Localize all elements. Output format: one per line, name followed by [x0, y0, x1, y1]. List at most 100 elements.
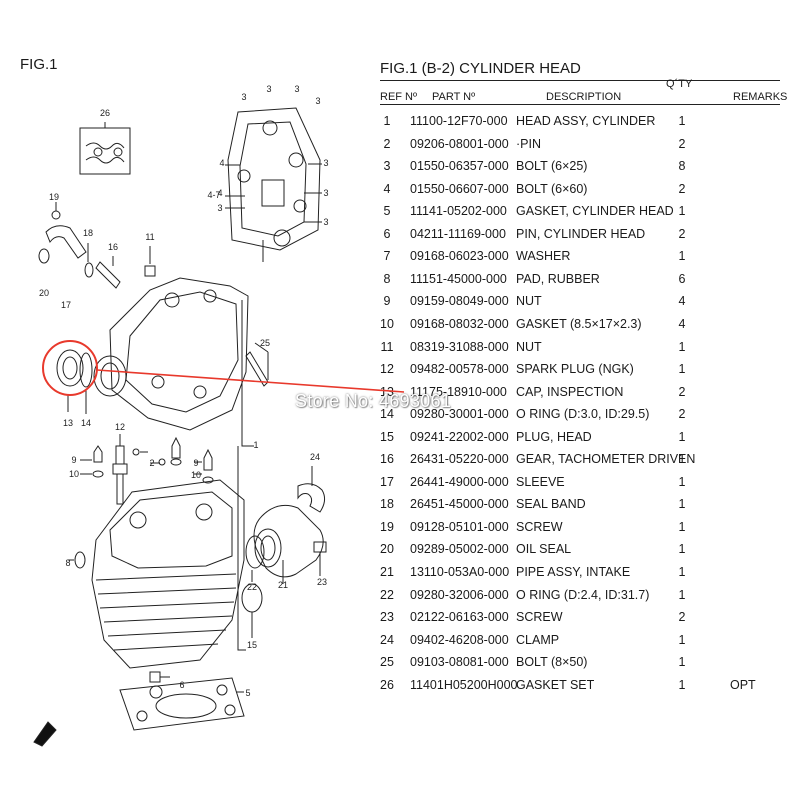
part-number-cell: 09402-46208-000 — [410, 632, 509, 647]
callout-label: 16 — [108, 242, 118, 252]
qty-cell: 1 — [678, 474, 686, 489]
qty-cell: 1 — [678, 497, 686, 512]
front-arrow-icon — [33, 721, 57, 747]
qty-cell: 1 — [678, 204, 686, 219]
callout-label: 5 — [245, 688, 250, 698]
description-cell: OIL SEAL — [516, 542, 572, 557]
callout-label: 14 — [81, 418, 91, 428]
callout-label: 3 — [294, 84, 299, 94]
ref-cell: 3 — [383, 159, 391, 174]
callout-label: 26 — [100, 108, 110, 118]
ref-cell: 11 — [380, 339, 394, 354]
description-cell: NUT — [516, 294, 542, 309]
qty-cell: 1 — [678, 429, 686, 444]
ref-cell: 14 — [380, 407, 394, 422]
callout-label: 19 — [49, 192, 59, 202]
ref-cell: 18 — [380, 497, 394, 512]
part-number-cell: 09128-05101-000 — [410, 519, 509, 534]
qty-cell: 6 — [678, 271, 686, 286]
callout-label: 3 — [323, 217, 328, 227]
callout-label: 25 — [260, 338, 270, 348]
ref-cell: 13 — [380, 384, 394, 399]
qty-cell: 1 — [678, 587, 686, 602]
part-number-cell: 01550-06357-000 — [410, 159, 509, 174]
qty-cell: 1 — [678, 452, 686, 467]
ref-cell: 8 — [383, 271, 391, 286]
qty-cell: 1 — [678, 362, 686, 377]
part-number-cell: 11151-45000-000 — [410, 271, 507, 286]
callout-label: 4 — [219, 158, 224, 168]
highlight-circle — [42, 340, 98, 396]
description-cell: GASKET (8.5×17×2.3) — [516, 316, 642, 331]
callout-label: 9 — [193, 458, 198, 468]
table-title: FIG.1 (B-2) CYLINDER HEAD — [380, 60, 581, 77]
callout-label: 3 — [323, 158, 328, 168]
inspection-cap-illustration — [56, 349, 93, 414]
description-cell: WASHER — [516, 249, 571, 264]
part-number-cell: 26451-45000-000 — [410, 497, 509, 512]
qty-cell: 1 — [678, 632, 686, 647]
qty-cell: 2 — [678, 610, 686, 625]
ref-cell: 19 — [380, 519, 394, 534]
part-number-cell: 26431-05220-000 — [410, 452, 509, 467]
description-cell: SPARK PLUG (NGK) — [516, 362, 634, 377]
part-number-cell: 09103-08081-000 — [410, 655, 509, 670]
description-cell: O RING (D:2.4, ID:31.7) — [516, 587, 650, 602]
ref-cell: 9 — [383, 294, 391, 309]
callout-label: 13 — [63, 418, 73, 428]
description-cell: NUT — [516, 339, 542, 354]
callout-label: 15 — [247, 640, 257, 650]
highlight-pointer — [96, 369, 405, 393]
ref-cell: 25 — [380, 655, 394, 670]
qty-cell: 2 — [678, 136, 686, 151]
callout-label: 22 — [247, 582, 257, 592]
ref-cell: 26 — [380, 677, 394, 692]
qty-cell: 2 — [678, 407, 686, 422]
ref-cell: 15 — [380, 429, 394, 444]
description-cell: PIPE ASSY, INTAKE — [516, 565, 631, 579]
qty-cell: 1 — [678, 677, 686, 692]
ref-cell: 6 — [383, 226, 391, 241]
part-number-cell: 09280-32006-000 — [410, 587, 509, 602]
description-cell: PAD, RUBBER — [516, 271, 600, 286]
description-cell: BOLT (6×60) — [516, 181, 588, 196]
callout-label: 1 — [253, 440, 258, 450]
cylinder-fins-illustration — [68, 479, 245, 669]
ref-cell: 21 — [380, 565, 394, 579]
part-number-cell: 09482-00578-000 — [410, 362, 509, 377]
header-description: DESCRIPTION — [546, 91, 622, 103]
part-number-cell: 26441-49000-000 — [410, 474, 509, 489]
callout-label: 6 — [179, 680, 184, 690]
description-cell: SCREW — [516, 610, 563, 625]
part-number-cell: 11100-12F70-000 — [410, 114, 508, 128]
ref-cell: 10 — [380, 316, 394, 331]
header-ref: REF Nº — [380, 91, 418, 103]
callout-label: 3 — [241, 92, 246, 102]
description-cell: SEAL BAND — [516, 497, 586, 512]
ref-cell: 7 — [383, 249, 391, 264]
gasket-set-illustration — [79, 122, 131, 175]
part-number-cell: 11141-05202-000 — [410, 204, 507, 219]
title-divider — [380, 80, 780, 81]
qty-cell: 1 — [678, 542, 686, 557]
callout-label: 3 — [266, 84, 271, 94]
qty-cell: 8 — [678, 159, 686, 174]
remarks-cell: OPT — [730, 677, 756, 692]
part-number-cell: 04211-11169-000 — [410, 226, 506, 241]
ref-cell: 24 — [380, 632, 394, 647]
callout-label: 18 — [83, 228, 93, 238]
description-cell: BOLT (6×25) — [516, 159, 588, 174]
callout-label: 3 — [217, 203, 222, 213]
description-cell: GEAR, TACHOMETER DRIVEN — [516, 452, 696, 467]
callout-label: 23 — [317, 577, 327, 587]
callout-label: 2 — [149, 458, 154, 468]
ref-cell: 17 — [380, 474, 394, 489]
callout-label: 3 — [315, 96, 320, 106]
qty-cell: 4 — [678, 294, 686, 309]
part-number-cell: 09289-05002-000 — [410, 542, 509, 557]
part-number-cell: 11175-18910-000 — [410, 384, 507, 399]
qty-cell: 1 — [678, 519, 686, 534]
header-divider — [380, 104, 780, 105]
header-remarks: REMARKS — [733, 91, 788, 103]
